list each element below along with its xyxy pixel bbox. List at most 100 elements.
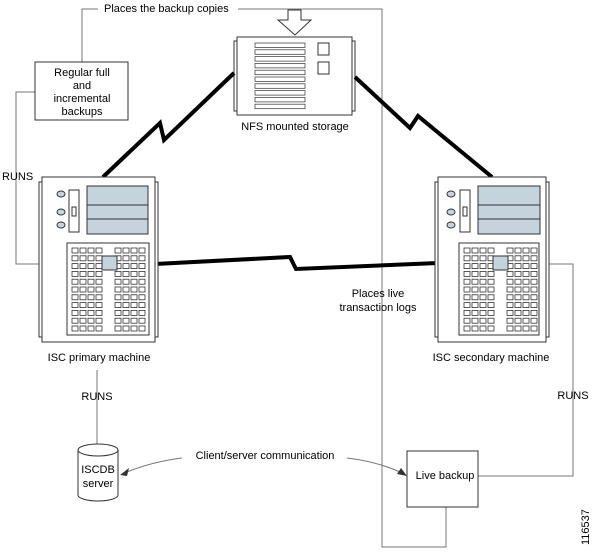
keypad-key xyxy=(122,302,130,309)
regular-backups-line-2: and xyxy=(73,80,91,92)
client-server-label: Client/server communication xyxy=(196,450,335,462)
keypad-key xyxy=(95,302,103,309)
isc-primary-machine-icon xyxy=(38,176,159,343)
keypad-key xyxy=(130,278,138,285)
keypad-key xyxy=(122,317,130,324)
keypad-key xyxy=(522,325,530,332)
live-backup-box xyxy=(406,450,479,508)
keypad-key xyxy=(463,255,471,262)
keypad-key xyxy=(506,302,514,309)
keypad-key xyxy=(479,247,487,254)
places-live-line-1: Places live xyxy=(352,288,405,300)
keypad-key xyxy=(522,286,530,293)
keypad-key xyxy=(79,263,87,270)
backup-to-storage-line xyxy=(81,8,98,62)
keypad-key xyxy=(487,286,495,293)
drive-slot xyxy=(254,76,306,82)
keypad-key xyxy=(463,263,471,270)
keypad-key xyxy=(114,270,122,277)
keypad-key xyxy=(530,325,538,332)
keypad-key xyxy=(71,286,79,293)
keypad-key xyxy=(114,309,122,316)
keypad-key xyxy=(522,278,530,285)
keypad-key xyxy=(471,270,479,277)
keypad-key xyxy=(471,302,479,309)
arrowhead-left-icon xyxy=(120,468,129,476)
keypad-key xyxy=(138,317,146,324)
keypad-key xyxy=(79,286,87,293)
keypad-key xyxy=(79,317,87,324)
keypad-key xyxy=(506,286,514,293)
keypad-key xyxy=(95,263,103,270)
keypad-key xyxy=(87,263,95,270)
secondary-to-livebackup-line xyxy=(478,263,574,477)
keypad-key xyxy=(522,247,530,254)
keypad-key xyxy=(87,247,95,254)
keypad-key xyxy=(506,294,514,301)
keypad-key xyxy=(114,278,122,285)
keypad-key xyxy=(530,317,538,324)
keypad-key xyxy=(79,302,87,309)
keypad-key xyxy=(138,263,146,270)
keypad-key xyxy=(471,325,479,332)
keypad-key xyxy=(138,302,146,309)
keypad-key xyxy=(530,263,538,270)
keypad-key xyxy=(130,270,138,277)
keypad-key xyxy=(122,255,130,262)
keypad-key xyxy=(95,270,103,277)
keypad-key xyxy=(471,309,479,316)
keypad-key xyxy=(487,325,495,332)
link-primary-to-secondary xyxy=(154,254,439,272)
keypad-key xyxy=(463,325,471,332)
keypad-key xyxy=(114,286,122,293)
keypad-key xyxy=(138,294,146,301)
keypad-key xyxy=(530,247,538,254)
keypad-key xyxy=(479,263,487,270)
keypad-key xyxy=(95,278,103,285)
keypad-key xyxy=(479,309,487,316)
keypad-key xyxy=(506,309,514,316)
nfs-storage-label: NFS mounted storage xyxy=(241,121,349,133)
keypad-key xyxy=(87,309,95,316)
keypad-key xyxy=(138,270,146,277)
keypad-key xyxy=(506,325,514,332)
keypad-key xyxy=(506,270,514,277)
runs-left-label: RUNS xyxy=(2,171,33,183)
keypad-key xyxy=(130,302,138,309)
drive-slot xyxy=(254,90,306,96)
keypad-key xyxy=(114,302,122,309)
drive-slot xyxy=(254,56,306,62)
keypad-key xyxy=(471,278,479,285)
keypad-key xyxy=(463,309,471,316)
keypad-key xyxy=(479,325,487,332)
keypad-key xyxy=(530,278,538,285)
keypad-key xyxy=(514,317,522,324)
keypad-key xyxy=(130,294,138,301)
keypad-key xyxy=(463,247,471,254)
keypad-key xyxy=(114,325,122,332)
keypad-key xyxy=(138,278,146,285)
iscdb-database-icon xyxy=(77,443,119,502)
arrowhead-right-icon xyxy=(397,468,407,476)
keypad-key xyxy=(487,278,495,285)
keypad-key xyxy=(522,294,530,301)
keypad-key xyxy=(114,294,122,301)
keypad-key xyxy=(71,278,79,285)
keypad-key xyxy=(514,255,522,262)
drive-slot xyxy=(254,69,306,76)
keypad-key xyxy=(138,255,146,262)
keypad-key xyxy=(463,286,471,293)
keypad-key xyxy=(514,294,522,301)
keypad-key xyxy=(479,286,487,293)
keypad-key xyxy=(130,325,138,332)
keypad-key xyxy=(487,294,495,301)
keypad-key xyxy=(530,302,538,309)
keypad-key xyxy=(130,309,138,316)
regular-backups-line-4: backups xyxy=(62,106,103,118)
down-arrow-icon xyxy=(276,9,313,36)
keypad-key xyxy=(114,317,122,324)
keypad-key xyxy=(506,247,514,254)
keypad-key xyxy=(487,302,495,309)
keypad-key xyxy=(530,309,538,316)
drive-slot xyxy=(254,103,306,110)
